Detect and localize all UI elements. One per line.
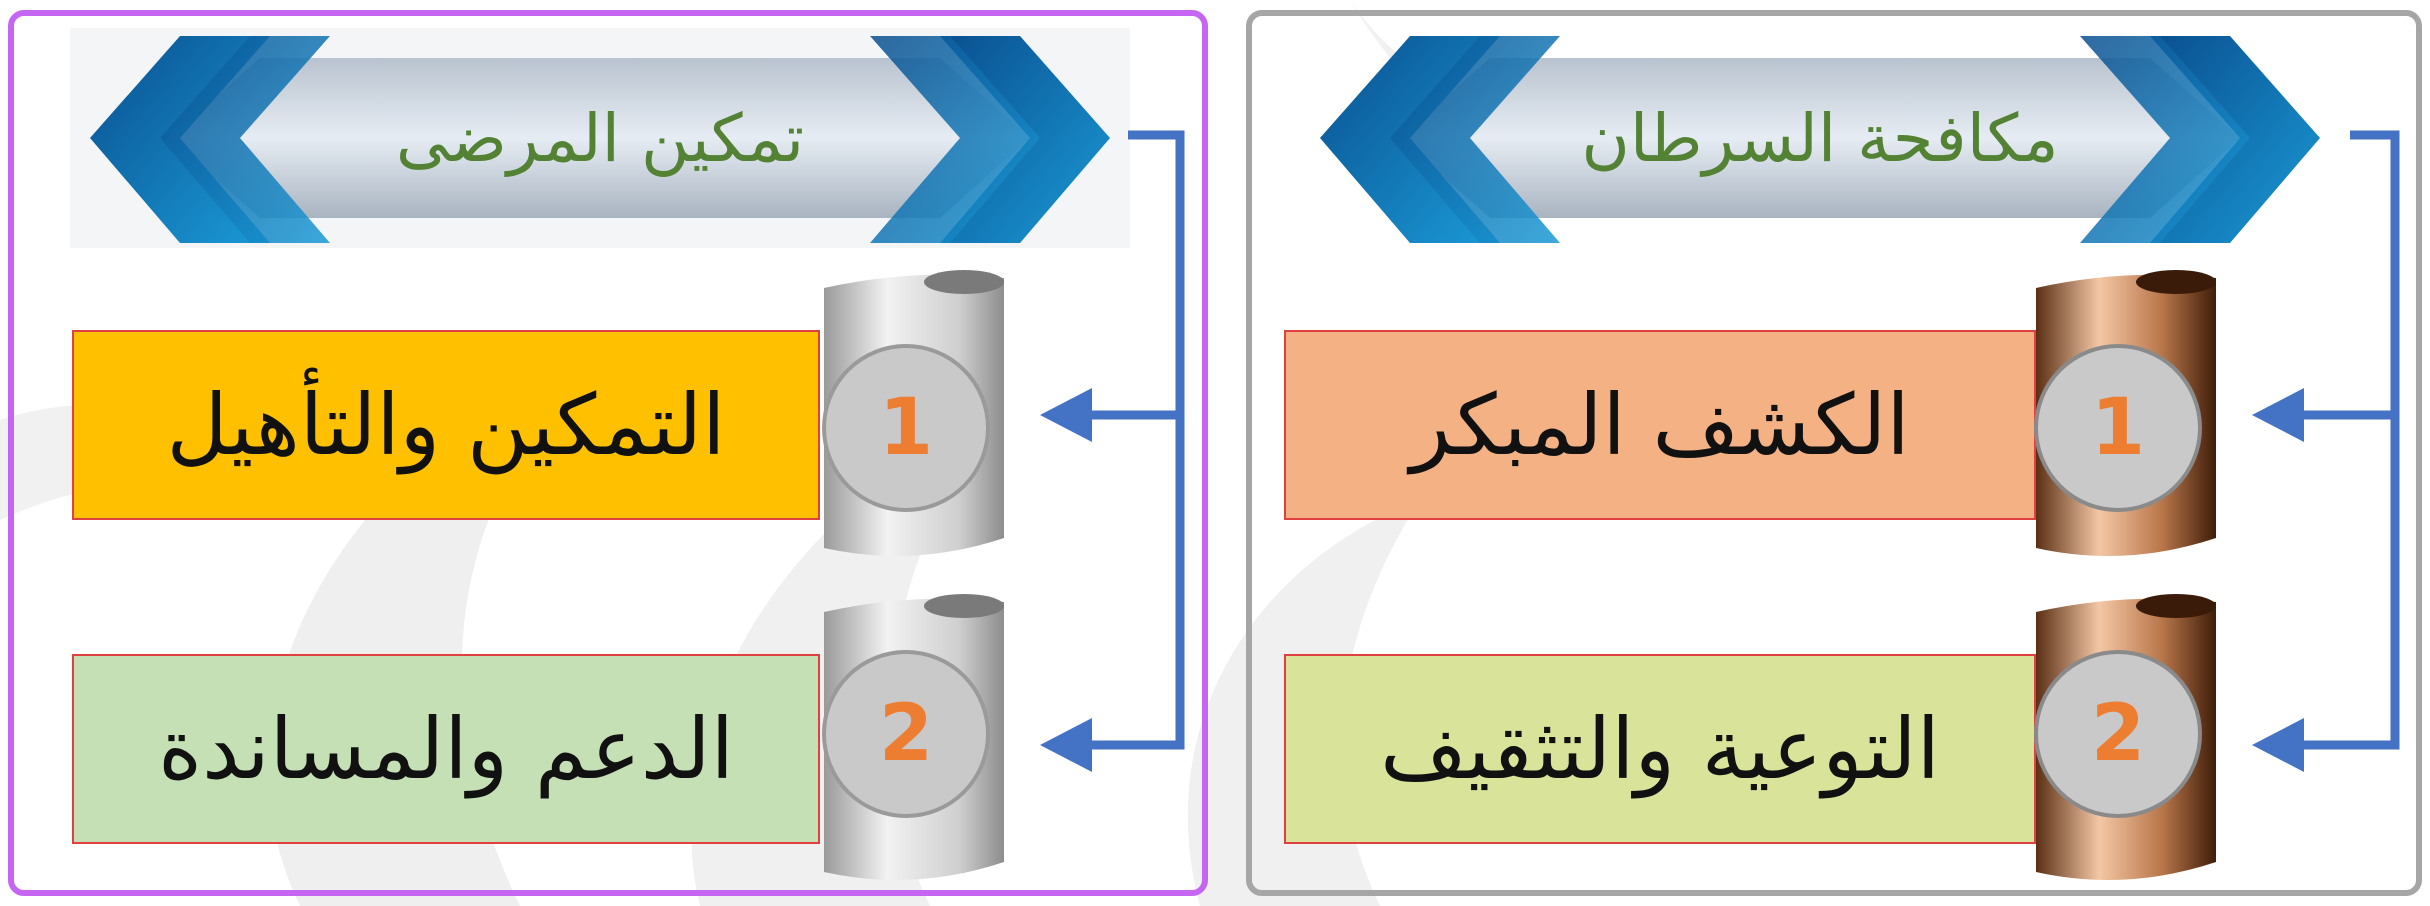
right-title-banner: مكافحة السرطان bbox=[1300, 28, 2340, 248]
right-panel bbox=[1246, 10, 2422, 896]
right-item-2-box: التوعية والتثقيف bbox=[1284, 654, 2036, 844]
left-item-2-number: 2 bbox=[878, 689, 934, 779]
silver-scroll-graphic bbox=[822, 594, 1004, 880]
right-item-2-number: 2 bbox=[2090, 689, 2146, 779]
silver-scroll-graphic bbox=[822, 270, 1004, 556]
left-item-1-label: التمكين والتأهيل bbox=[166, 376, 726, 474]
left-item-2-label: الدعم والمساندة bbox=[158, 700, 734, 798]
copper-scroll-graphic bbox=[2034, 594, 2216, 880]
right-scroll-2: 2 bbox=[2026, 592, 2226, 892]
left-panel-title: تمكين المرضى bbox=[395, 99, 805, 177]
copper-scroll-graphic bbox=[2034, 270, 2216, 556]
right-panel-title: مكافحة السرطان bbox=[1581, 99, 2059, 177]
left-item-1-box: التمكين والتأهيل bbox=[72, 330, 820, 520]
left-scroll-2: 2 bbox=[814, 592, 1014, 892]
right-item-1-number: 1 bbox=[2090, 383, 2146, 473]
left-scroll-1: 1 bbox=[814, 268, 1014, 568]
left-panel bbox=[8, 10, 1208, 896]
right-item-1-box: الكشف المبكر bbox=[1284, 330, 2036, 520]
banner-ribbon-graphic bbox=[70, 28, 1130, 248]
right-scroll-1: 1 bbox=[2026, 268, 2226, 568]
left-title-banner: تمكين المرضى bbox=[70, 28, 1130, 248]
right-item-1-label: الكشف المبكر bbox=[1410, 376, 1910, 474]
right-item-2-label: التوعية والتثقيف bbox=[1380, 700, 1940, 798]
banner-ribbon-graphic bbox=[1320, 36, 2320, 243]
left-item-2-box: الدعم والمساندة bbox=[72, 654, 820, 844]
left-item-1-number: 1 bbox=[878, 383, 934, 473]
